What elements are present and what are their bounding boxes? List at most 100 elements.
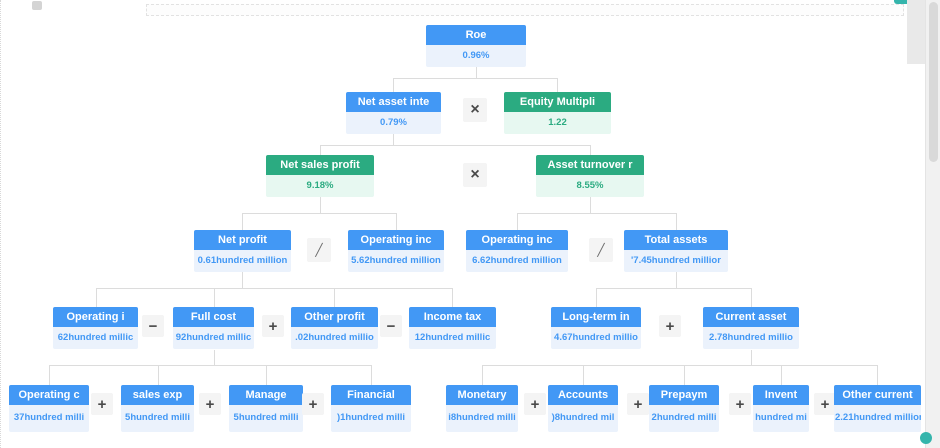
plus-operator: +	[302, 393, 324, 415]
node-management-expense[interactable]: Manage 5hundred milli	[229, 385, 303, 432]
connector-line	[676, 272, 677, 288]
node-value: hundred mi	[753, 405, 809, 432]
node-prepayment[interactable]: Prepaym 2hundred milli	[649, 385, 719, 432]
node-title: Net asset inte	[346, 92, 441, 112]
connector-line	[320, 145, 321, 155]
toolbar-icon[interactable]	[32, 1, 42, 10]
connector-line	[684, 365, 685, 385]
node-title: Prepaym	[649, 385, 719, 405]
node-asset-turnover[interactable]: Asset turnover r 8.55%	[536, 155, 644, 197]
node-value: 4.67hundred millio	[551, 327, 641, 349]
node-value: )1hundred milli	[331, 405, 411, 432]
node-roe[interactable]: Roe 0.96%	[426, 25, 526, 67]
connector-line	[49, 365, 50, 385]
node-current-asset[interactable]: Current asset 2.78hundred millio	[703, 307, 799, 349]
divide-operator: ╱	[589, 238, 613, 262]
node-full-cost[interactable]: Full cost 92hundred millic	[173, 307, 254, 349]
plus-operator: +	[199, 393, 221, 415]
node-title: Long-term in	[551, 307, 641, 327]
node-title: Current asset	[703, 307, 799, 327]
floating-teal-dot-icon[interactable]	[920, 432, 932, 444]
connector-line	[517, 213, 518, 230]
minus-operator: −	[380, 315, 402, 337]
connector-line	[781, 365, 782, 385]
node-long-term-investment[interactable]: Long-term in 4.67hundred millio	[551, 307, 641, 349]
multiply-operator: ×	[463, 163, 487, 187]
connector-line	[557, 78, 558, 92]
node-title: Total assets	[624, 230, 728, 250]
node-title: Financial	[331, 385, 411, 405]
node-financial-expense[interactable]: Financial )1hundred milli	[331, 385, 411, 432]
node-operating-income-left[interactable]: Operating inc 5.62hundred million	[348, 230, 444, 272]
node-title: Manage	[229, 385, 303, 405]
node-value: i8hundred milli	[446, 405, 518, 432]
vertical-scrollbar[interactable]	[925, 0, 940, 448]
connector-line	[476, 67, 477, 78]
connector-line	[676, 213, 677, 230]
connector-line	[49, 365, 371, 366]
connector-line	[482, 365, 877, 366]
connector-line	[214, 288, 215, 307]
connector-line	[242, 213, 243, 230]
node-title: Monetary	[446, 385, 518, 405]
minus-operator: −	[142, 315, 164, 337]
node-inventory[interactable]: Invent hundred mi	[753, 385, 809, 432]
node-value: 92hundred millic	[173, 327, 254, 349]
node-title: Equity Multipli	[504, 92, 611, 112]
node-title: Operating i	[53, 307, 138, 327]
connector-line	[482, 365, 483, 385]
connector-line	[590, 145, 591, 155]
node-sales-expense[interactable]: sales exp 5hundred milli	[121, 385, 194, 432]
node-title: sales exp	[121, 385, 194, 405]
connector-line	[242, 213, 396, 214]
node-title: Other profit	[291, 307, 378, 327]
node-operating-income-right[interactable]: Operating inc 6.62hundred million	[466, 230, 568, 272]
node-income-tax[interactable]: Income tax 12hundred millic	[409, 307, 496, 349]
connector-line	[371, 365, 372, 385]
connector-line	[583, 365, 584, 385]
teal-tab-handle[interactable]	[894, 0, 912, 4]
connector-line	[266, 365, 267, 385]
connector-line	[393, 78, 394, 92]
node-title: Invent	[753, 385, 809, 405]
node-title: Operating c	[9, 385, 89, 405]
node-operating-cost[interactable]: Operating c 37hundred milli	[9, 385, 89, 432]
node-total-assets[interactable]: Total assets '7.45hundred millior	[624, 230, 728, 272]
scrollbar-thumb[interactable]	[929, 2, 938, 162]
node-operating-income-detail[interactable]: Operating i 62hundred millic	[53, 307, 138, 349]
plus-operator: +	[729, 393, 751, 415]
connector-line	[393, 78, 557, 79]
connector-line	[751, 350, 752, 365]
connector-line	[452, 288, 453, 307]
node-value: '7.45hundred millior	[624, 250, 728, 272]
node-net-asset-interest[interactable]: Net asset inte 0.79%	[346, 92, 441, 134]
node-other-profit[interactable]: Other profit .02hundred millio	[291, 307, 378, 349]
connector-line	[393, 134, 394, 145]
node-title: Operating inc	[466, 230, 568, 250]
node-value: 2.21hundred millior	[834, 405, 921, 432]
node-monetary-funds[interactable]: Monetary i8hundred milli	[446, 385, 518, 432]
connector-line	[396, 213, 397, 230]
node-title: Income tax	[409, 307, 496, 327]
connector-line	[96, 288, 452, 289]
connector-line	[596, 288, 597, 307]
node-net-sales-profit[interactable]: Net sales profit 9.18%	[266, 155, 374, 197]
node-title: Full cost	[173, 307, 254, 327]
connector-line	[596, 288, 751, 289]
node-value: 5.62hundred million	[348, 250, 444, 272]
node-other-current-assets[interactable]: Other current 2.21hundred millior	[834, 385, 921, 432]
connector-line	[242, 272, 243, 288]
node-value: 62hundred millic	[53, 327, 138, 349]
connector-line	[877, 365, 878, 385]
node-accounts-receivable[interactable]: Accounts )8hundred mil	[548, 385, 618, 432]
node-net-profit[interactable]: Net profit 0.61hundred million	[194, 230, 291, 272]
connector-line	[320, 197, 321, 213]
connector-line	[334, 288, 335, 307]
node-equity-multiplier[interactable]: Equity Multipli 1.22	[504, 92, 611, 134]
plus-operator: +	[659, 315, 681, 337]
connector-line	[590, 197, 591, 213]
node-value: 1.22	[504, 112, 611, 134]
plus-operator: +	[627, 393, 649, 415]
node-value: 5hundred milli	[229, 405, 303, 432]
